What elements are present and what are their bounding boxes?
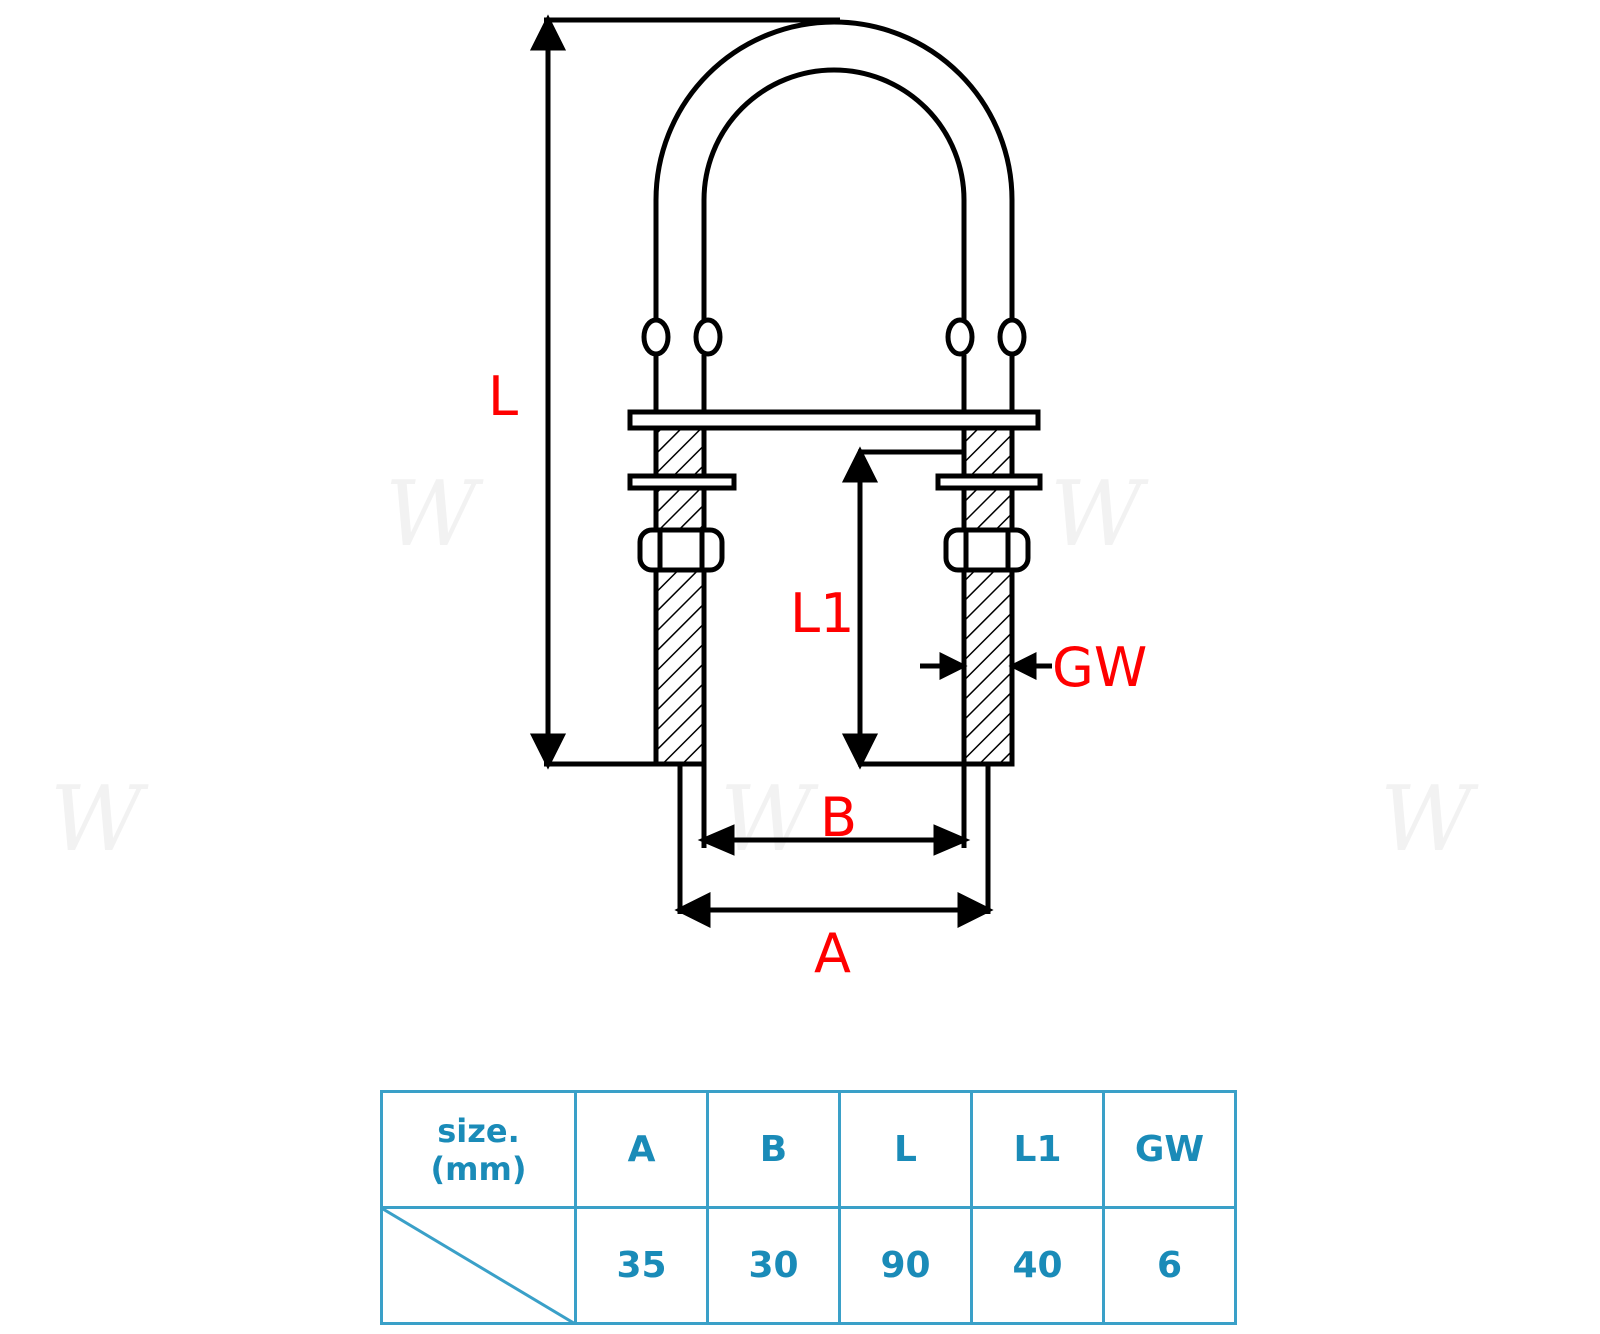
- watermark-3: W: [50, 767, 149, 872]
- arrowhead: [697, 824, 735, 856]
- label-thread-width: GW: [1052, 636, 1147, 699]
- arrowhead: [939, 651, 968, 681]
- u-bolt: [627, 19, 1043, 767]
- table-header-b: B: [706, 1090, 841, 1209]
- washer-right: [935, 473, 1043, 491]
- arrowhead: [529, 14, 567, 51]
- watermark-5: W: [1380, 767, 1479, 872]
- label-thread-length: L1: [790, 582, 854, 645]
- label-length: L: [488, 365, 518, 428]
- table-row: 35 30 90 40 6: [380, 1206, 1237, 1325]
- watermark-1: W: [385, 462, 484, 567]
- watermark-2: W: [1050, 462, 1149, 567]
- dimension-lines: [529, 14, 1052, 929]
- diagonal-line: [383, 1209, 577, 1325]
- weld-mark: [997, 317, 1027, 357]
- table-header-l: L: [838, 1090, 973, 1209]
- label-outer-width: A: [814, 922, 851, 985]
- mounting-plate: [627, 409, 1041, 431]
- corner-line-2: (mm): [430, 1149, 527, 1188]
- table-header-gw: GW: [1102, 1090, 1237, 1209]
- watermarks: W W W W W: [50, 462, 1479, 872]
- arrowhead: [957, 891, 994, 929]
- table-value-l: 90: [838, 1206, 973, 1325]
- washer-left: [627, 473, 737, 491]
- arrowhead: [841, 446, 879, 483]
- weld-mark: [641, 317, 671, 357]
- nut-left: [637, 527, 725, 573]
- table-value-l1: 40: [970, 1206, 1105, 1325]
- spec-table: size. (mm) A B L L1 GW 35 30 90 40 6: [380, 1090, 1237, 1325]
- table-value-gw: 6: [1102, 1206, 1237, 1325]
- table-row: size. (mm) A B L L1 GW: [380, 1090, 1237, 1209]
- u-bolt-inner-arc: [701, 67, 967, 330]
- watermark-4: W: [720, 767, 819, 872]
- arrowhead: [529, 733, 567, 770]
- table-header-a: A: [574, 1090, 709, 1209]
- table-value-a: 35: [574, 1206, 709, 1325]
- table-header-l1: L1: [970, 1090, 1105, 1209]
- arrowhead: [841, 733, 879, 770]
- table-corner-cell: size. (mm): [380, 1090, 577, 1209]
- arrowhead: [1008, 651, 1037, 681]
- table-diagonal-cell: [380, 1206, 577, 1325]
- nut-right: [943, 527, 1031, 573]
- arrowhead: [933, 824, 971, 856]
- label-inner-width: B: [820, 786, 857, 849]
- table-value-b: 30: [706, 1206, 841, 1325]
- arrowhead: [674, 891, 711, 929]
- weld-mark: [945, 317, 975, 357]
- corner-line-1: size.: [437, 1111, 520, 1150]
- weld-mark: [693, 317, 723, 357]
